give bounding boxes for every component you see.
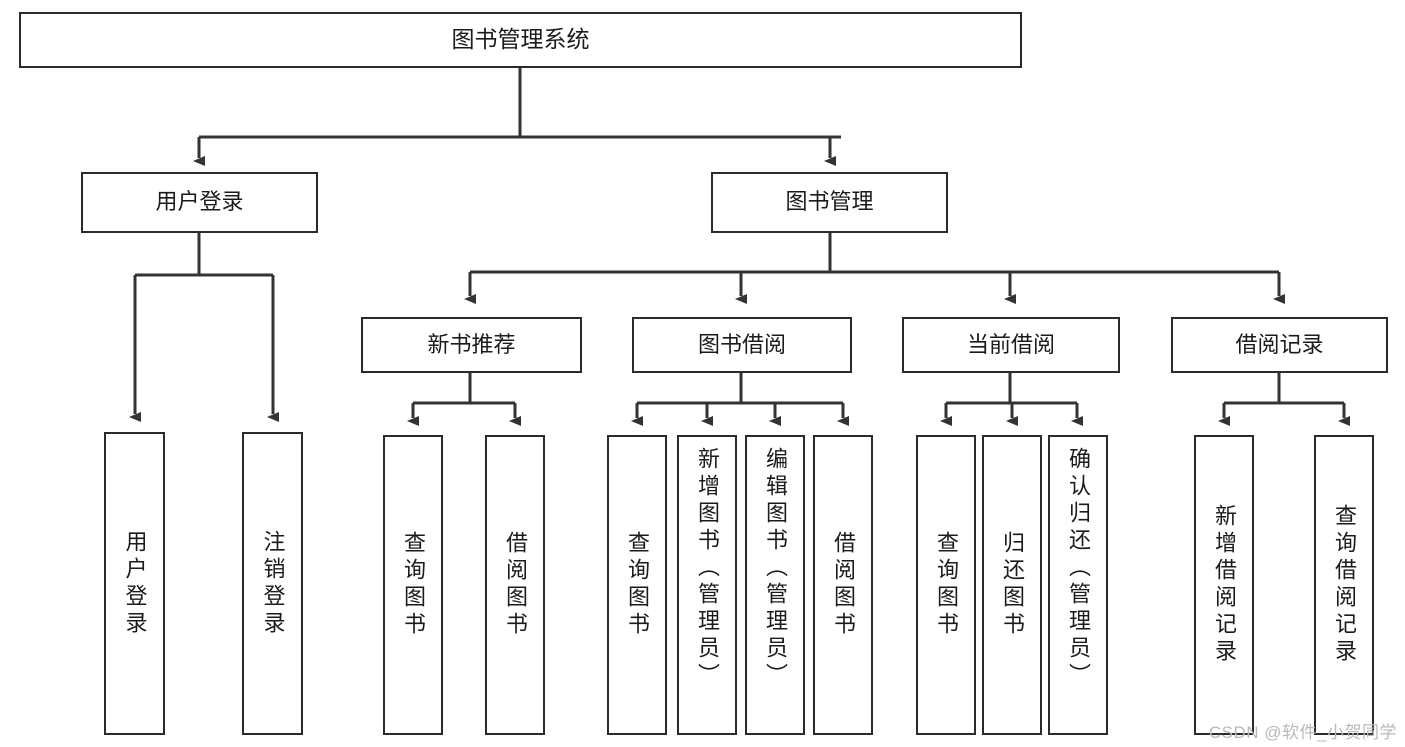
leaf-label: 查询借阅记录 bbox=[1332, 504, 1357, 666]
leaf-label: 新增借阅记录 bbox=[1212, 504, 1237, 666]
leaf-newbooks-query-book[interactable]: 查询图书 bbox=[383, 435, 443, 735]
leaf-label: 归还图书 bbox=[1000, 531, 1025, 639]
leaf-label: 编辑图书（管理员） bbox=[763, 447, 788, 690]
node-root-system[interactable]: 图书管理系统 bbox=[19, 12, 1022, 68]
node-borrow-records[interactable]: 借阅记录 bbox=[1171, 317, 1388, 373]
leaf-label: 查询图书 bbox=[934, 531, 959, 639]
leaf-borrow-edit-book-admin[interactable]: 编辑图书（管理员） bbox=[745, 435, 805, 735]
leaf-user-login-signin[interactable]: 用户登录 bbox=[104, 432, 165, 735]
leaf-label: 确认归还（管理员） bbox=[1066, 447, 1091, 690]
leaf-label: 查询图书 bbox=[625, 531, 650, 639]
leaf-current-return-book[interactable]: 归还图书 bbox=[982, 435, 1042, 735]
leaf-current-query-book[interactable]: 查询图书 bbox=[916, 435, 976, 735]
node-book-management[interactable]: 图书管理 bbox=[711, 172, 948, 233]
leaf-borrow-add-book-admin[interactable]: 新增图书（管理员） bbox=[677, 435, 737, 735]
node-book-borrow[interactable]: 图书借阅 bbox=[632, 317, 852, 373]
leaf-label: 新增图书（管理员） bbox=[695, 447, 720, 690]
leaf-label: 借阅图书 bbox=[503, 531, 528, 639]
leaf-user-login-signout[interactable]: 注销登录 bbox=[242, 432, 303, 735]
leaf-label: 借阅图书 bbox=[831, 531, 856, 639]
leaf-label: 查询图书 bbox=[401, 531, 426, 639]
leaf-newbooks-borrow-book[interactable]: 借阅图书 bbox=[485, 435, 545, 735]
leaf-label: 注销登录 bbox=[260, 529, 286, 638]
leaf-current-confirm-return-admin[interactable]: 确认归还（管理员） bbox=[1048, 435, 1108, 735]
watermark-csdn: CSDN @软件_小贺同学 bbox=[1208, 723, 1397, 742]
leaf-records-add-record[interactable]: 新增借阅记录 bbox=[1194, 435, 1254, 735]
leaf-records-query-record[interactable]: 查询借阅记录 bbox=[1314, 435, 1374, 735]
leaf-label: 用户登录 bbox=[122, 529, 148, 638]
leaf-borrow-query-book[interactable]: 查询图书 bbox=[607, 435, 667, 735]
leaf-borrow-borrow-book[interactable]: 借阅图书 bbox=[813, 435, 873, 735]
node-new-book-recommend[interactable]: 新书推荐 bbox=[361, 317, 582, 373]
node-user-login[interactable]: 用户登录 bbox=[81, 172, 318, 233]
node-current-borrow[interactable]: 当前借阅 bbox=[902, 317, 1120, 373]
